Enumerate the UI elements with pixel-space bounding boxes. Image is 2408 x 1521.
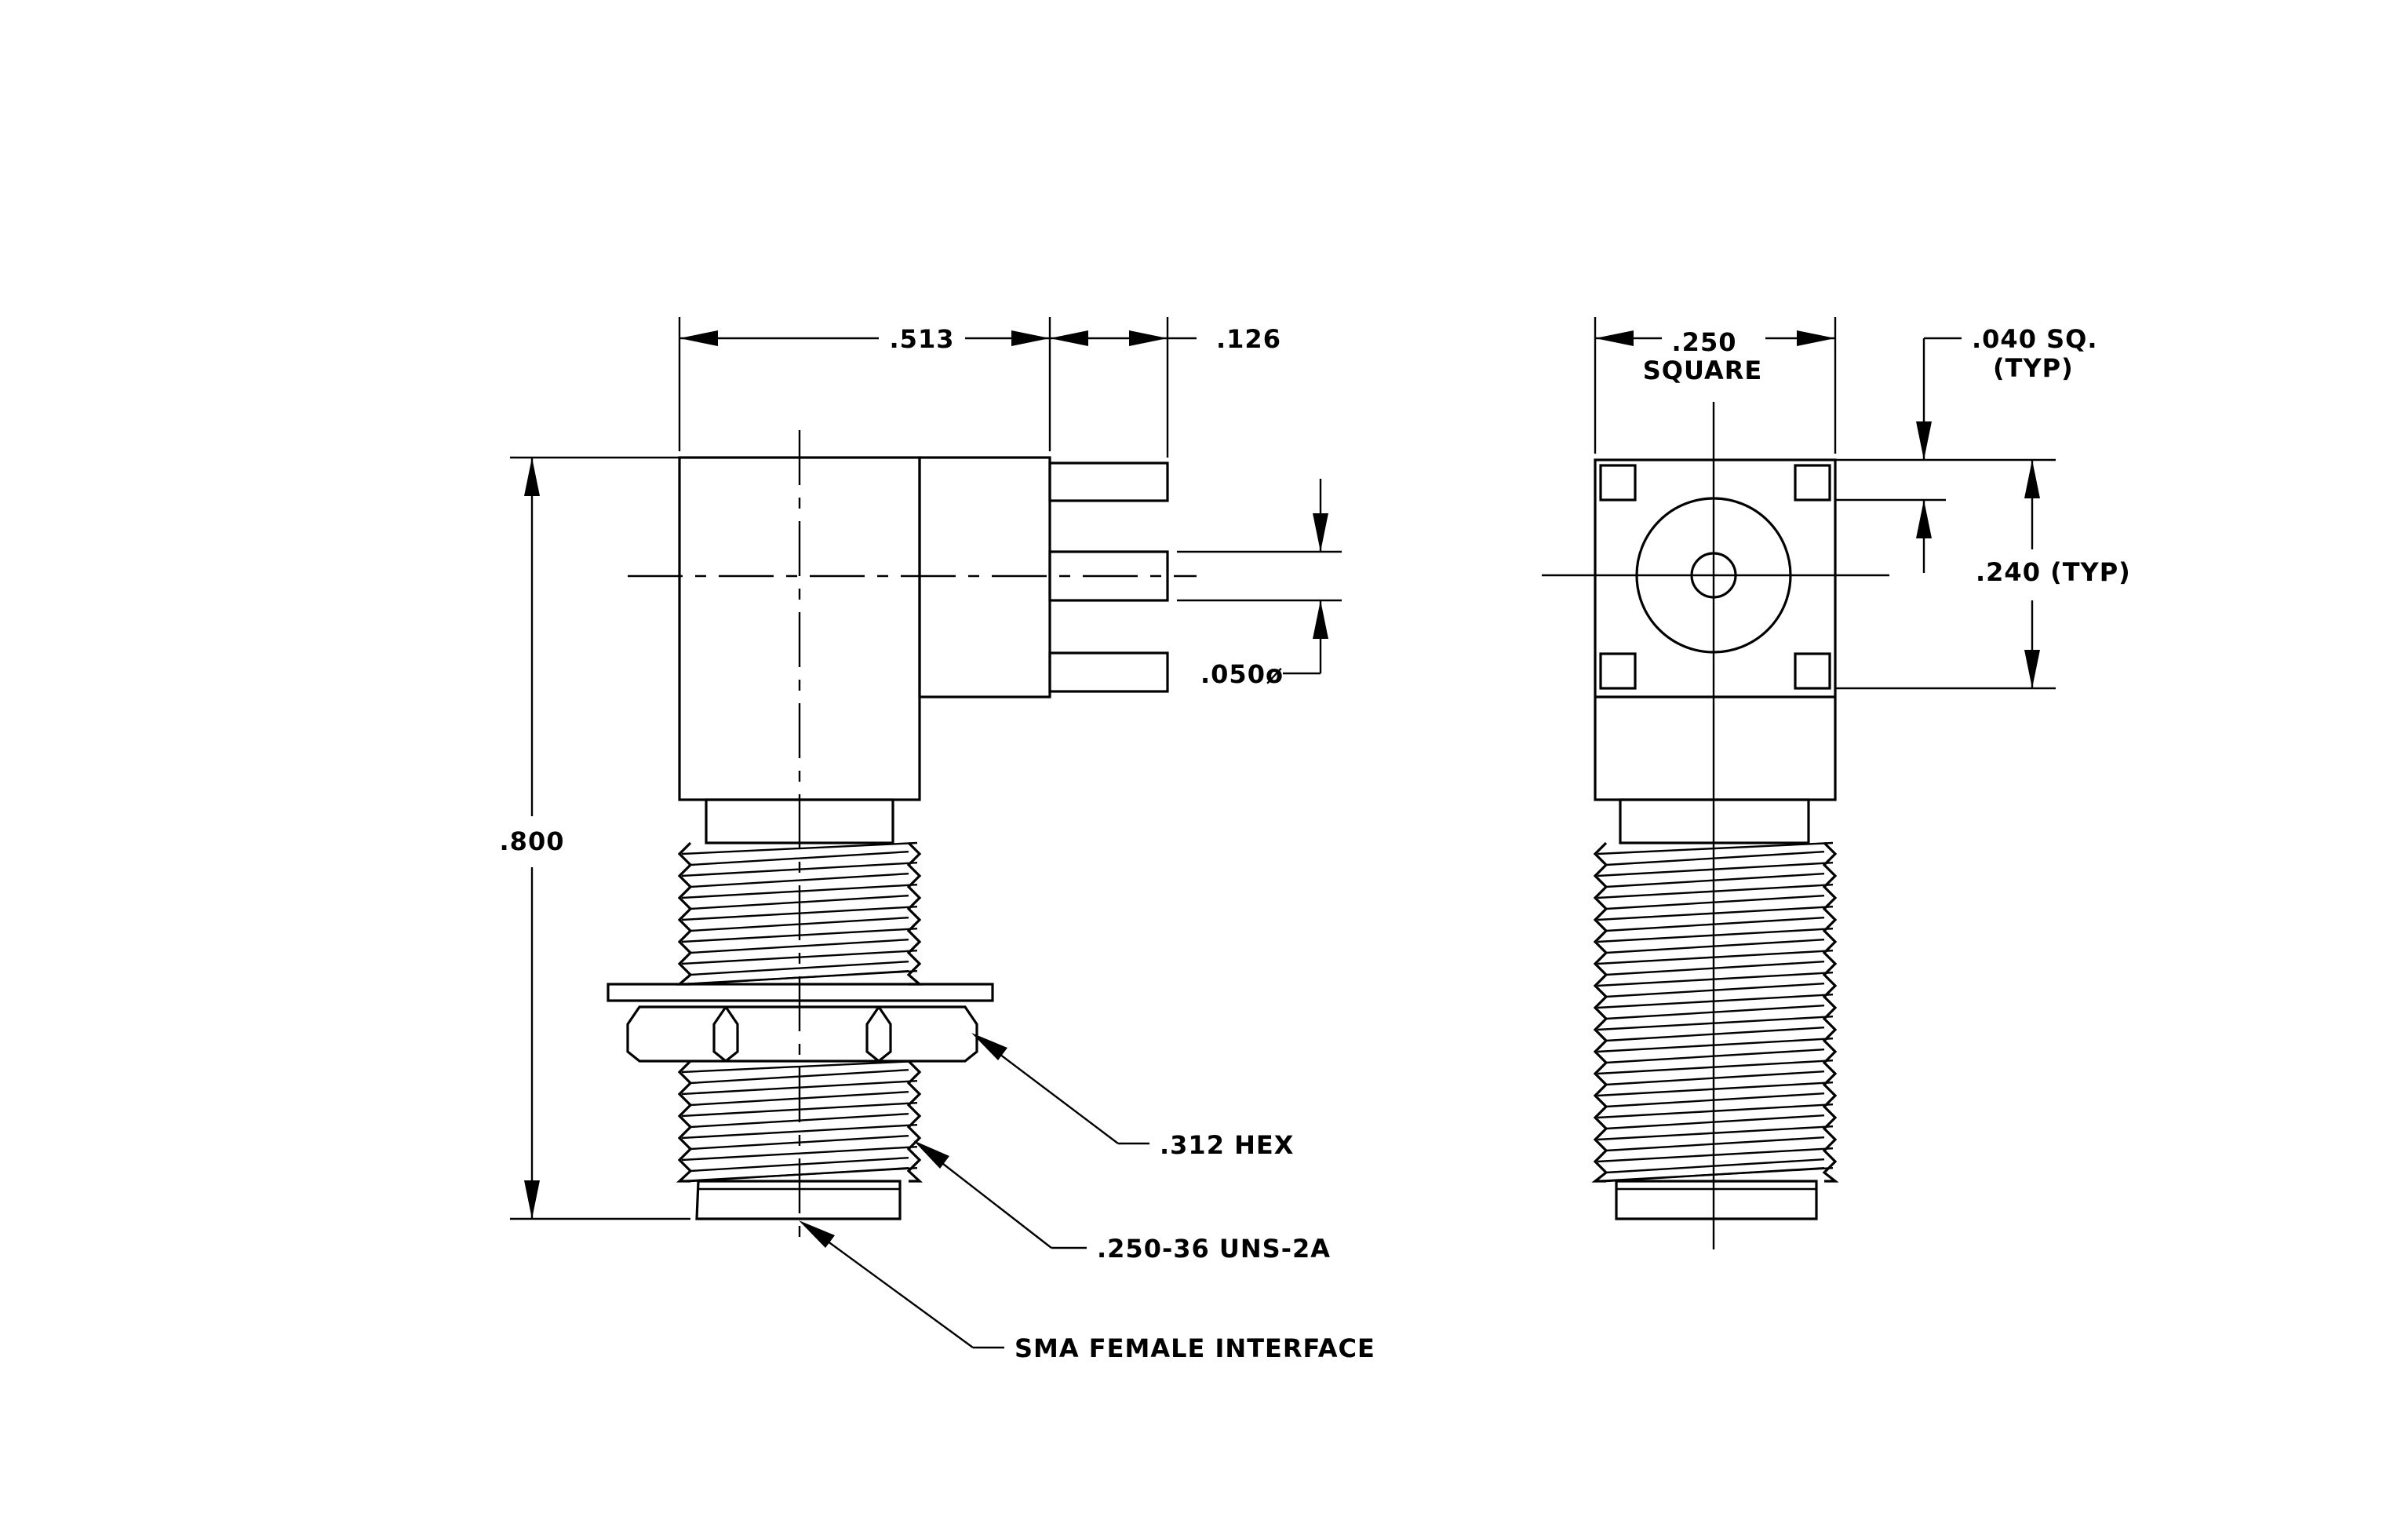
dim-126: .126 (1050, 317, 1281, 458)
pad-top-right (1794, 464, 1831, 502)
dim-040: .040 SQ. (TYP) (1835, 324, 2098, 573)
side-pin-top (1048, 461, 1169, 502)
dim-050: .050ø (1177, 479, 1342, 689)
dim-126-label: .126 (1216, 324, 1281, 354)
side-view (607, 430, 1197, 1248)
interface-label: SMA FEMALE INTERFACE (1015, 1333, 1375, 1363)
front-view (1542, 402, 1889, 1249)
side-pin-center (1048, 550, 1169, 602)
side-pin-bottom (1048, 651, 1169, 693)
dim-240: .240 (TYP) (1835, 460, 2131, 690)
pitch-label: .240 (TYP) (1976, 557, 2131, 587)
pad-size-label: .040 SQ. (1972, 324, 2098, 354)
leader-thread: .250-36 UNS-2A (913, 1140, 1331, 1264)
front-collar (1615, 1180, 1818, 1220)
hex-label: .312 HEX (1160, 1130, 1294, 1160)
pad-bottom-left (1599, 652, 1637, 690)
thread-label: .250-36 UNS-2A (1097, 1234, 1331, 1264)
front-thread (1591, 841, 1839, 1183)
dim-250: .250 SQUARE (1594, 317, 1837, 454)
dim-513: .513 (678, 317, 1051, 451)
side-hex-nut (626, 1005, 978, 1063)
dim-800: .800 (500, 456, 690, 1220)
dim-050-label: .050ø (1200, 659, 1284, 689)
side-collar (695, 1180, 902, 1220)
side-pin-housing (918, 456, 1051, 698)
pad-bottom-right (1794, 652, 1831, 690)
leader-interface: SMA FEMALE INTERFACE (799, 1220, 1375, 1363)
dim-800-label: .800 (500, 826, 565, 856)
leader-hex: .312 HEX (971, 1033, 1294, 1160)
front-body (1594, 458, 1837, 801)
square-label: SQUARE (1643, 356, 1763, 385)
pad-top-left (1599, 464, 1637, 502)
dim-250-label: .250 (1672, 327, 1737, 357)
pad-typ-label: (TYP) (1993, 353, 2074, 383)
dim-513-label: .513 (890, 324, 955, 354)
